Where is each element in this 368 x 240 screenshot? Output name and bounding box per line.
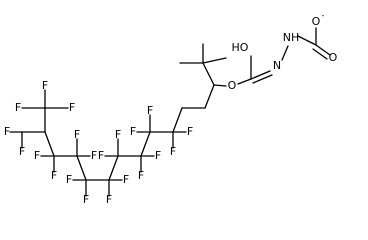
tbutyl-methyl-bond: [202, 57, 227, 64]
c-to-ether-o-bond: [213, 84, 227, 87]
c-o-double-bond-2: [312, 48, 328, 60]
atom-fluorine: F: [115, 128, 121, 141]
c-n-double-bond-1: [250, 70, 271, 80]
n-to-nh-bond: [281, 45, 289, 61]
atom-nh: NH: [283, 31, 300, 44]
c-n-double-bond-2: [252, 74, 273, 84]
atom-fluorine: F: [51, 169, 57, 182]
fluoro-chain-bond: [108, 155, 119, 181]
tbutyl-to-ch-bond: [202, 62, 215, 86]
atom-fluorine: F: [138, 169, 144, 182]
atom-fluorine: F: [34, 149, 40, 162]
fluoro-chain-bond: [44, 131, 55, 157]
atom-ho: HO: [232, 41, 249, 54]
negative-charge-mark: -: [322, 11, 325, 20]
nh-to-c-bond: [297, 35, 317, 46]
atom-o-minus: O: [312, 15, 321, 28]
atom-fluorine: F: [187, 125, 193, 138]
atom-fluorine: F: [42, 79, 48, 92]
chain-bond: [172, 107, 183, 133]
atom-o-carbonyl: O: [329, 51, 338, 64]
atom-fluorine: F: [91, 149, 97, 162]
fluoro-chain-bond: [76, 155, 87, 181]
atom-fluorine: F: [123, 173, 129, 186]
atom-fluorine: F: [83, 193, 89, 206]
bond-lines: [9, 27, 331, 197]
ether-o-to-c-bond: [237, 78, 252, 85]
chain-bond: [204, 84, 215, 109]
atom-fluorine: F: [130, 125, 136, 138]
atom-fluorine: F: [170, 145, 176, 158]
atom-fluorine: F: [66, 173, 72, 186]
atom-fluorine: F: [98, 149, 104, 162]
atom-n: N: [273, 59, 281, 72]
atom-fluorine: F: [74, 128, 80, 141]
atom-o-ether: O: [228, 79, 237, 92]
atom-fluorine: F: [15, 101, 21, 114]
atom-fluorine: F: [4, 125, 10, 138]
atom-fluorine: F: [155, 149, 161, 162]
atom-fluorine: F: [69, 101, 75, 114]
fluoro-chain-bond: [140, 131, 151, 157]
atom-fluorine: F: [19, 145, 25, 158]
atom-fluorine: F: [106, 193, 112, 206]
c-o-double-bond-1: [315, 44, 331, 56]
atom-fluorine: F: [147, 104, 153, 117]
